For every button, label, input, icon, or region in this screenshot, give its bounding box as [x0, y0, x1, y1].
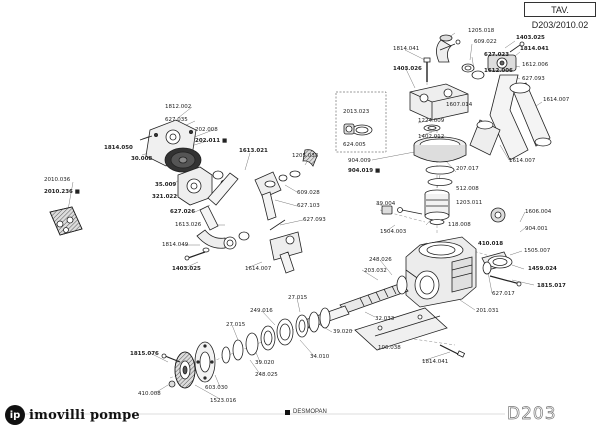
part-label: 1612.006: [484, 68, 513, 74]
part-label: 624.005: [343, 142, 366, 148]
part-label: 627.017: [492, 291, 515, 297]
part-label: 39.004: [376, 201, 396, 207]
part-label: 2013.023: [343, 109, 370, 115]
part-label: 627.093: [303, 217, 326, 223]
part-label: 1403.025: [172, 266, 201, 272]
part-label: 1815.076: [130, 351, 159, 357]
part-label: 627.026: [170, 209, 195, 215]
part-label: 1523.016: [210, 398, 237, 404]
part-label: 1403.025: [516, 35, 545, 41]
part-label: 32.033: [375, 316, 395, 322]
part-label: 1812.002: [165, 104, 191, 110]
part-label: 201.031: [476, 308, 499, 314]
part-label: 203.032: [364, 268, 387, 274]
leader-lines: [67, 32, 543, 400]
part-label: 35.009: [155, 182, 176, 188]
part-label: 627.103: [297, 203, 320, 209]
part-label: 39.020: [333, 329, 353, 335]
part-label: 904.009: [348, 158, 371, 164]
part-label: 30.008: [131, 156, 152, 162]
part-label: 2010.036: [44, 177, 71, 183]
part-label: 1613.021: [239, 148, 268, 154]
part-label: 609.022: [474, 39, 497, 45]
part-label: 2010.236 ■: [44, 189, 80, 195]
part-label: 627.093: [522, 76, 545, 82]
part-geometry: [49, 34, 552, 389]
part-label: 1814.041: [422, 359, 448, 365]
part-label: 1205.018: [468, 28, 495, 34]
part-label: 27.015: [226, 322, 246, 328]
drawing-code: D203: [507, 404, 557, 425]
part-label: 1814.041: [393, 46, 419, 52]
material-legend: DESMOPAN: [285, 409, 327, 415]
part-label: 410.008: [138, 391, 161, 397]
part-label: 1505.007: [524, 248, 551, 254]
part-label: 1815.017: [537, 283, 566, 289]
part-label: 1606.004: [525, 209, 552, 215]
part-label: 207.017: [456, 166, 479, 172]
part-label: 202.011 ■: [195, 138, 227, 144]
part-label: 1504.003: [380, 229, 407, 235]
part-label: 249.016: [250, 308, 273, 314]
part-label: 1203.011: [456, 200, 482, 206]
part-label: 106.038: [378, 345, 401, 351]
part-label: 1614.007: [509, 158, 536, 164]
part-label: 1814.049: [162, 242, 189, 248]
part-label: 1607.014: [446, 102, 473, 108]
part-label: 512.008: [456, 186, 479, 192]
part-label: 1814.050: [104, 145, 133, 151]
part-label: 27.015: [288, 295, 308, 301]
part-label: 248.026: [369, 257, 392, 263]
part-label: 321.022: [152, 194, 177, 200]
part-label: 1224.009: [418, 118, 445, 124]
part-label: 627.035: [165, 117, 188, 123]
drawing-table-code: TAV. D203/2010.02: [531, 5, 589, 30]
part-label: 1402.012: [418, 134, 444, 140]
part-label: 904.001: [525, 226, 548, 232]
part-label: 1612.006: [522, 62, 549, 68]
part-label: 609.028: [297, 190, 320, 196]
part-label: 1614.007: [245, 266, 272, 272]
part-label: 1459.024: [528, 266, 557, 272]
part-label: 627.023: [484, 52, 509, 58]
part-label: 1613.026: [175, 222, 202, 228]
brand-logo: ip imovilli pompe: [5, 403, 140, 427]
part-label: 1614.007: [543, 97, 570, 103]
legend-square-icon: [285, 409, 290, 415]
part-label: 603.030: [205, 385, 228, 391]
part-label: 39.020: [255, 360, 275, 366]
brand-name: imovilli pompe: [29, 407, 140, 423]
brand-mark-icon: ip: [5, 405, 25, 425]
part-label: 118.008: [448, 222, 471, 228]
part-label: 904.019 ■: [348, 168, 380, 174]
legend-text: DESMOPAN: [293, 409, 327, 415]
part-labels: 1205.018 1814.041 609.022 627.023 1403.0…: [44, 28, 570, 404]
part-label: 202.008: [195, 127, 218, 133]
part-label: 1205.033: [292, 153, 319, 159]
part-label: 1814.041: [520, 46, 549, 52]
title-block: TAV. D203/2010.02: [524, 2, 596, 30]
part-label: 1403.026: [393, 66, 422, 72]
part-label: 34.010: [310, 354, 330, 360]
part-label: 248.025: [255, 372, 278, 378]
part-label: 410.018: [478, 241, 503, 247]
